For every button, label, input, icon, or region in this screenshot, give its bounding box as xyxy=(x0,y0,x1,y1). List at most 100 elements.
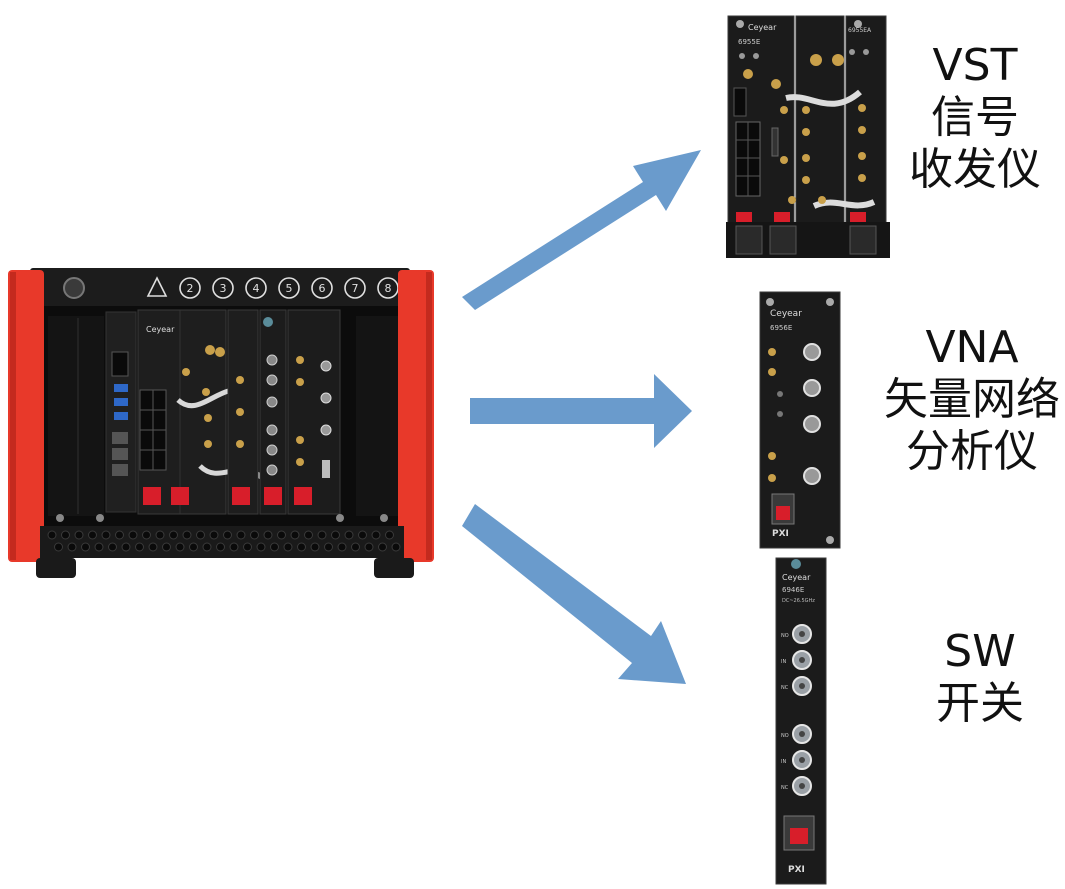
vent-hole xyxy=(209,530,219,540)
slot-circle xyxy=(179,277,201,299)
vent-hole xyxy=(256,542,266,552)
vent-hole xyxy=(283,542,293,552)
vent-hole xyxy=(216,542,225,552)
slot-number: 8 xyxy=(385,282,392,295)
slot-number: 4 xyxy=(253,282,260,295)
vent-hole xyxy=(108,542,117,552)
slot-number: 2 xyxy=(187,282,194,295)
vent-hole xyxy=(304,530,313,540)
chassis-vst-brand: Ceyear xyxy=(146,325,175,334)
chassis-side-right xyxy=(398,270,434,562)
sw-model: 6946E xyxy=(782,586,804,594)
vent-hole xyxy=(61,530,70,540)
vent-hole xyxy=(162,542,171,552)
sw-label-line-1: SW xyxy=(944,626,1016,677)
vent-hole xyxy=(324,542,333,552)
chassis-knob xyxy=(63,277,85,299)
slot-circle xyxy=(278,277,300,299)
vent-hole xyxy=(337,542,347,552)
vent-hole xyxy=(277,530,286,540)
slot-circle xyxy=(311,277,333,299)
vent-hole xyxy=(385,530,394,540)
sw-port-label: IN xyxy=(781,659,786,665)
vent-hole xyxy=(54,542,63,552)
vent-hole xyxy=(290,530,300,540)
sw-port-pin xyxy=(799,783,805,789)
slot-number: 7 xyxy=(352,282,359,295)
vst-module: Ceyear 6955E 6955EA xyxy=(726,15,890,258)
vent-hole xyxy=(331,530,340,540)
vent-hole xyxy=(236,530,246,540)
chassis-foot-right xyxy=(374,558,414,578)
vent-hole xyxy=(364,542,374,552)
vent-hole xyxy=(88,530,97,540)
vst-label-line-3: 收发仪 xyxy=(909,144,1041,195)
vst-label-line-1: VST xyxy=(932,40,1018,91)
vent-hole xyxy=(351,542,360,552)
vent-hole xyxy=(135,542,144,552)
vna-brand: Ceyear xyxy=(770,309,802,319)
vent-hole xyxy=(121,542,131,552)
vent-hole xyxy=(115,530,124,540)
vent-hole xyxy=(94,542,104,552)
vent-hole xyxy=(169,530,178,540)
vent-hole xyxy=(223,530,232,540)
vent-hole xyxy=(155,530,165,540)
vent-hole xyxy=(358,530,367,540)
chassis-foot-left xyxy=(36,558,76,578)
vent-hole xyxy=(310,542,320,552)
chassis-vent-grille xyxy=(40,526,404,558)
chassis-sw-module xyxy=(259,309,287,515)
vna-label-line-3: 分析仪 xyxy=(906,426,1038,477)
vent-hole xyxy=(391,542,401,552)
chassis-vst-module-2 xyxy=(227,309,259,515)
vent-hole xyxy=(74,530,84,540)
vent-hole xyxy=(243,542,252,552)
vent-hole xyxy=(47,530,57,540)
chassis-vst-module: Ceyear xyxy=(137,309,264,515)
sw-port-pin xyxy=(799,731,805,737)
vna-pxi-badge: PXI xyxy=(772,529,789,539)
vst-model: 6955E xyxy=(738,38,760,46)
vna-model: 6956E xyxy=(770,324,792,332)
slot-circle xyxy=(212,277,234,299)
vent-hole xyxy=(263,530,273,540)
sw-port-label: NO xyxy=(781,733,789,739)
vent-hole xyxy=(175,542,185,552)
arrow-to-vna xyxy=(470,374,692,448)
vna-label-line-2: 矢量网络 xyxy=(884,374,1060,425)
chassis-vna-module xyxy=(287,309,341,515)
sw-pxi-badge: PXI xyxy=(788,865,805,875)
vent-hole xyxy=(142,530,151,540)
vent-hole xyxy=(270,542,279,552)
sw-label: SW 开关 xyxy=(890,626,1065,730)
vent-hole xyxy=(101,530,111,540)
sw-brand: Ceyear xyxy=(782,573,811,582)
vent-hole xyxy=(67,542,77,552)
controller-module xyxy=(105,311,137,513)
sw-port-label: NO xyxy=(781,633,789,639)
vent-hole xyxy=(148,542,158,552)
vent-hole xyxy=(297,542,306,552)
slot-number: 6 xyxy=(319,282,326,295)
vent-hole xyxy=(371,530,381,540)
slot-number: 5 xyxy=(286,282,293,295)
sw-port-pin xyxy=(799,683,805,689)
vent-hole xyxy=(317,530,327,540)
slot-circle xyxy=(245,277,267,299)
vst-model-secondary: 6955EA xyxy=(848,27,872,34)
vna-module: Ceyear 6956E PXI xyxy=(759,291,841,549)
vna-label: VNA 矢量网络 分析仪 xyxy=(872,322,1065,478)
slot-circle xyxy=(344,277,366,299)
vst-label-line-2: 信号 xyxy=(931,92,1019,143)
vent-hole xyxy=(189,542,198,552)
sw-port-pin xyxy=(799,657,805,663)
sw-port-label: IN xyxy=(781,759,786,765)
vent-hole xyxy=(128,530,138,540)
sw-port-pin xyxy=(799,631,805,637)
vst-label: VST 信号 收发仪 xyxy=(880,40,1065,196)
